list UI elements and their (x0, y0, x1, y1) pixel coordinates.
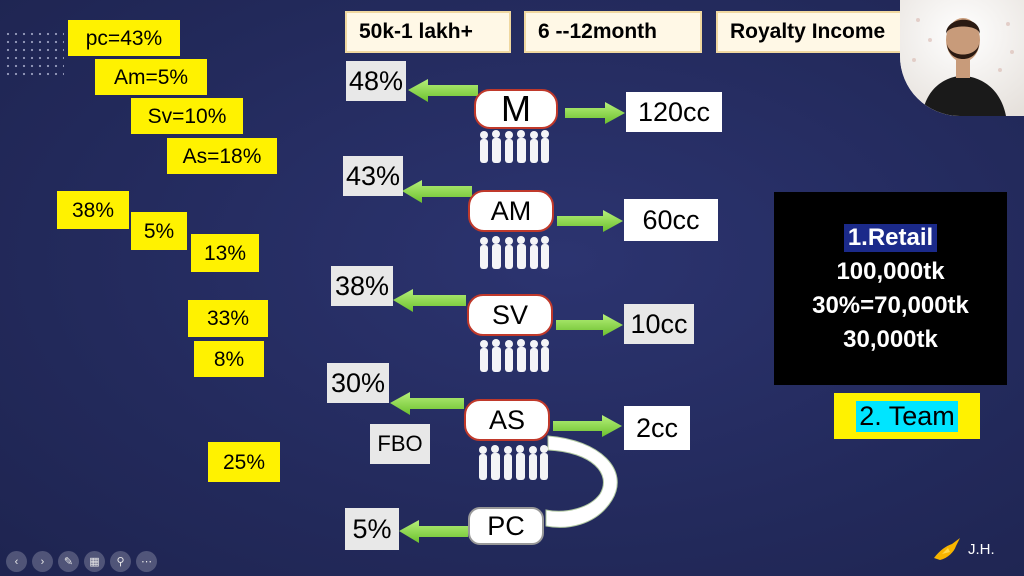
arrow-left-as (390, 392, 464, 415)
rank-pill-pc: PC (468, 507, 544, 545)
arrow-left-am (402, 180, 472, 203)
curved-connector (546, 436, 617, 527)
level-percent-m: 48% (346, 61, 406, 101)
level-percent-sv: 38% (331, 266, 393, 306)
retail-income-card: 1.Retail 100,000tk 30%=70,000tk 30,000tk (774, 192, 1007, 385)
arrow-left-m (408, 79, 478, 102)
slides-icon[interactable]: ▦ (84, 551, 105, 572)
level-percent-pc: 5% (345, 508, 399, 550)
retail-calc: 30%=70,000tk (812, 292, 969, 320)
level-percent-am: 43% (343, 156, 403, 196)
pen-icon[interactable]: ✎ (58, 551, 79, 572)
next-icon[interactable]: › (32, 551, 53, 572)
rank-pill-am: AM (468, 190, 554, 232)
level-cc-m: 120cc (626, 92, 722, 132)
retail-amount: 100,000tk (836, 258, 944, 286)
fbo-label: FBO (370, 424, 430, 464)
retail-heading: 1.Retail (844, 224, 937, 252)
presenter-avatar-icon (900, 0, 1024, 116)
bird-logo-icon (932, 536, 962, 562)
level-cc-am: 60cc (624, 199, 718, 241)
arrow-right-as (553, 415, 622, 437)
logo-text: J.H. (968, 541, 995, 558)
prev-icon[interactable]: ‹ (6, 551, 27, 572)
team-label-text: 2. Team (856, 401, 958, 432)
level-cc-as: 2cc (624, 406, 690, 450)
presenter-webcam (900, 0, 1024, 116)
arrow-left-pc (399, 520, 468, 543)
rank-pill-as: AS (464, 399, 550, 441)
level-percent-as: 30% (327, 363, 389, 403)
zoom-icon[interactable]: ⚲ (110, 551, 131, 572)
arrow-left-sv (393, 289, 466, 312)
team-label: 2. Team (834, 393, 980, 439)
retail-profit: 30,000tk (843, 326, 938, 354)
slide-toolbar: ‹ › ✎ ▦ ⚲ ⋯ (6, 551, 157, 572)
rank-pill-sv: SV (467, 294, 553, 336)
rank-pill-m: M (474, 89, 558, 129)
brand-logo: J.H. (932, 536, 995, 562)
level-cc-sv: 10cc (624, 304, 694, 344)
more-icon[interactable]: ⋯ (136, 551, 157, 572)
arrow-right-am (557, 210, 623, 232)
arrow-right-sv (556, 314, 623, 336)
arrow-right-m (565, 102, 625, 124)
